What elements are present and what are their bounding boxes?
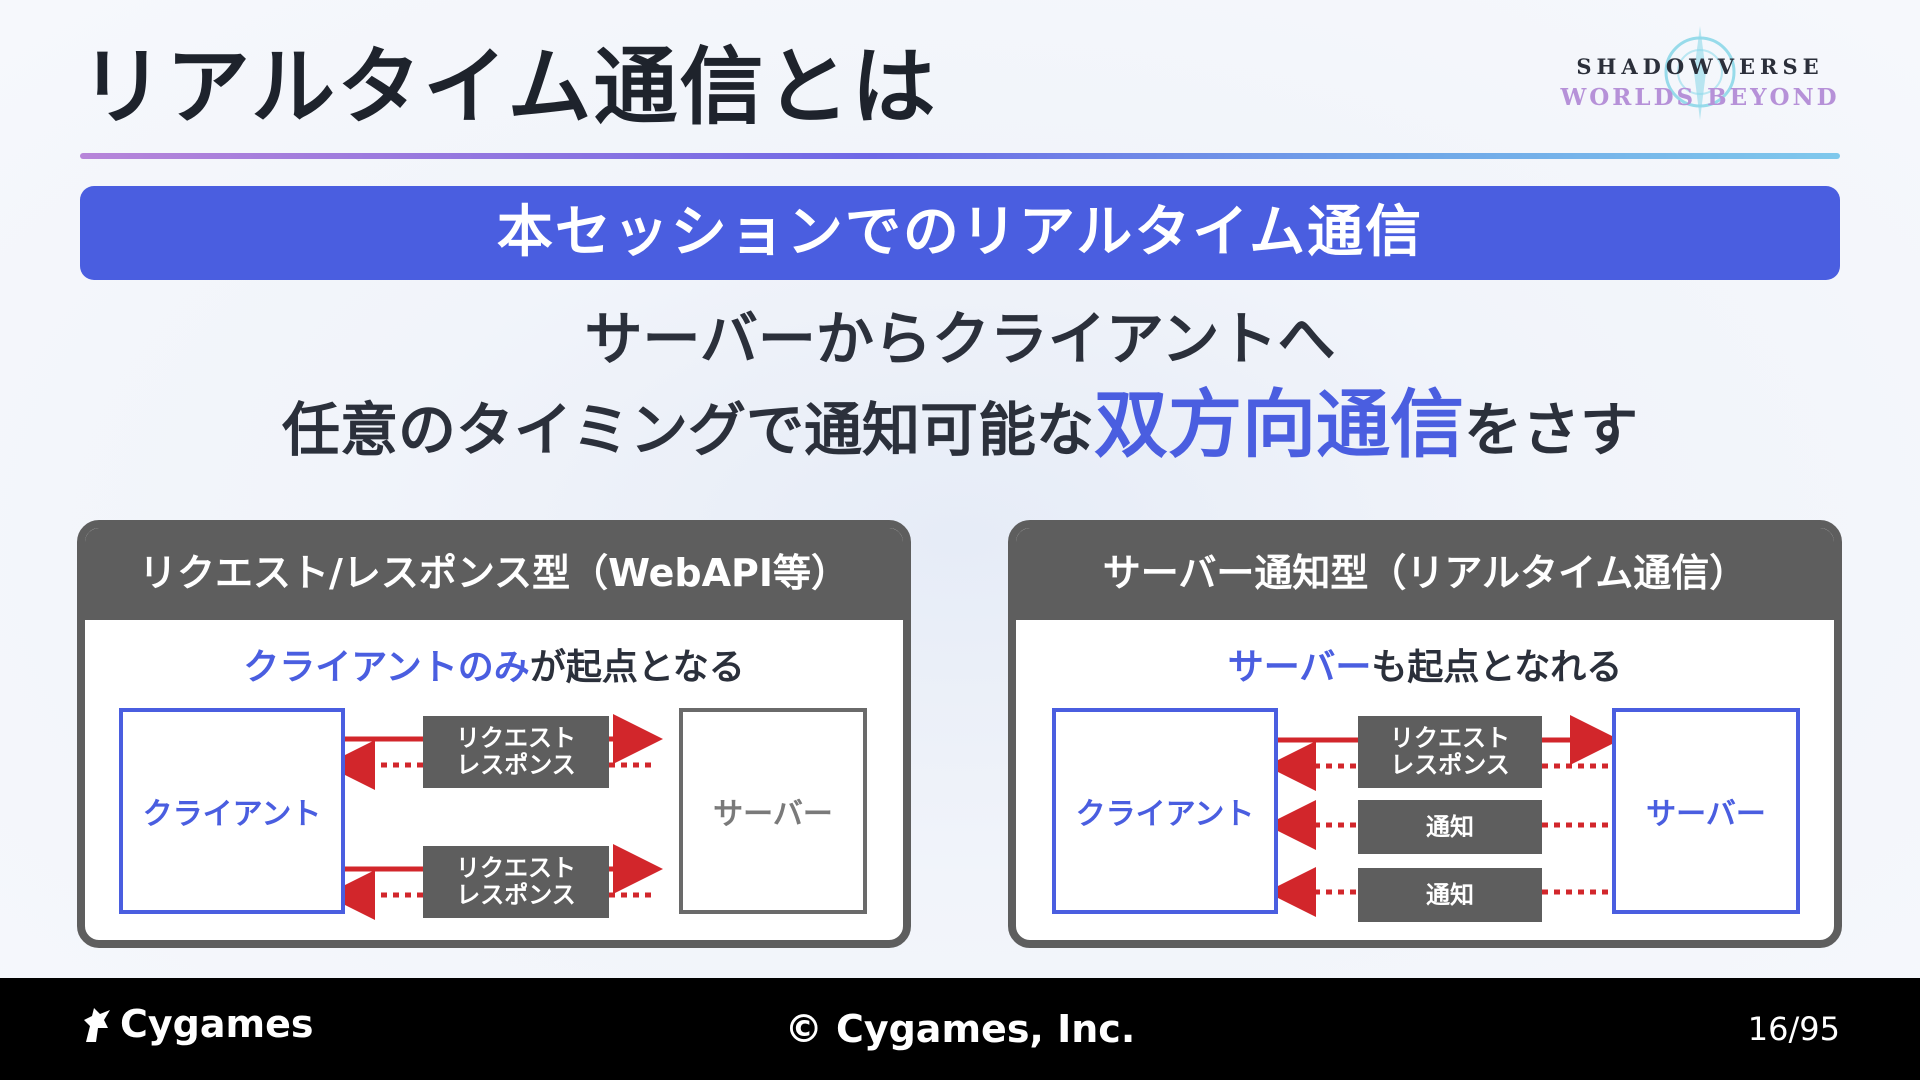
lead-line-2-suffix: をさす (1464, 396, 1639, 464)
client-node: クライアント (119, 708, 345, 914)
slide: リアルタイム通信とは SHADOWVERSE WORLDS BEYOND 本セッ… (0, 0, 1920, 978)
game-logo: SHADOWVERSE WORLDS BEYOND (1555, 26, 1845, 138)
notification-label: 通知 (1358, 868, 1542, 922)
panel-subtitle-highlight: サーバー (1227, 647, 1372, 688)
slide-title: リアルタイム通信とは (80, 38, 938, 136)
logo-line2: WORLDS BEYOND (1560, 84, 1840, 111)
client-node: クライアント (1052, 708, 1278, 914)
section-banner: 本セッションでのリアルタイム通信 (80, 186, 1840, 280)
logo-line1: SHADOWVERSE (1576, 54, 1824, 79)
panel-subtitle: サーバーも起点となれる (1016, 638, 1834, 690)
cygames-pegasus-icon (84, 1008, 110, 1042)
logo-emblem-icon (1664, 26, 1736, 120)
notification-text: 通知 (1426, 880, 1474, 909)
title-divider (80, 153, 1840, 159)
panel-subtitle-rest: も起点となれる (1371, 647, 1623, 688)
page-number: 16/95 (1747, 1010, 1840, 1048)
panel-subtitle-highlight: クライアントのみ (243, 647, 530, 688)
server-node: サーバー (1612, 708, 1800, 914)
exchange-label: リクエスト レスポンス (423, 846, 609, 918)
exchange-request-label: リクエスト (1390, 724, 1510, 752)
footer-brand: Cygames (80, 1002, 314, 1046)
footer-copyright: © Cygames, Inc. (784, 1007, 1136, 1051)
notification-text: 通知 (1426, 812, 1474, 841)
exchange-request-label: リクエスト (456, 724, 576, 752)
server-push-panel: サーバー通知型（リアルタイム通信） サーバーも起点となれる クライアント サーバ… (1008, 520, 1842, 948)
panel-header: サーバー通知型（リアルタイム通信） (1016, 528, 1834, 620)
lead-line-2-highlight: 双方向通信 (1094, 382, 1464, 468)
lead-line-2: 任意のタイミングで通知可能な双方向通信をさす (0, 380, 1920, 475)
exchange-label: リクエスト レスポンス (1358, 716, 1542, 788)
exchange-response-label: レスポンス (456, 881, 576, 909)
panel-header: リクエスト/レスポンス型（WebAPI等） (85, 528, 903, 620)
exchange-label: リクエスト レスポンス (423, 716, 609, 788)
panel-subtitle: クライアントのみが起点となる (85, 638, 903, 690)
lead-line-2-prefix: 任意のタイミングで通知可能な (281, 396, 1094, 464)
exchange-request-label: リクエスト (456, 854, 576, 882)
notification-label: 通知 (1358, 800, 1542, 854)
lead-line-1: サーバーからクライアントへ (584, 305, 1336, 373)
footer-brand-text: Cygames (120, 1002, 314, 1046)
server-node: サーバー (679, 708, 867, 914)
footer: Cygames © Cygames, Inc. 16/95 (0, 978, 1920, 1080)
exchange-response-label: レスポンス (456, 751, 576, 779)
exchange-response-label: レスポンス (1390, 751, 1510, 779)
panel-subtitle-rest: が起点となる (529, 647, 745, 688)
request-response-panel: リクエスト/レスポンス型（WebAPI等） クライアントのみが起点となる クライ… (77, 520, 911, 948)
